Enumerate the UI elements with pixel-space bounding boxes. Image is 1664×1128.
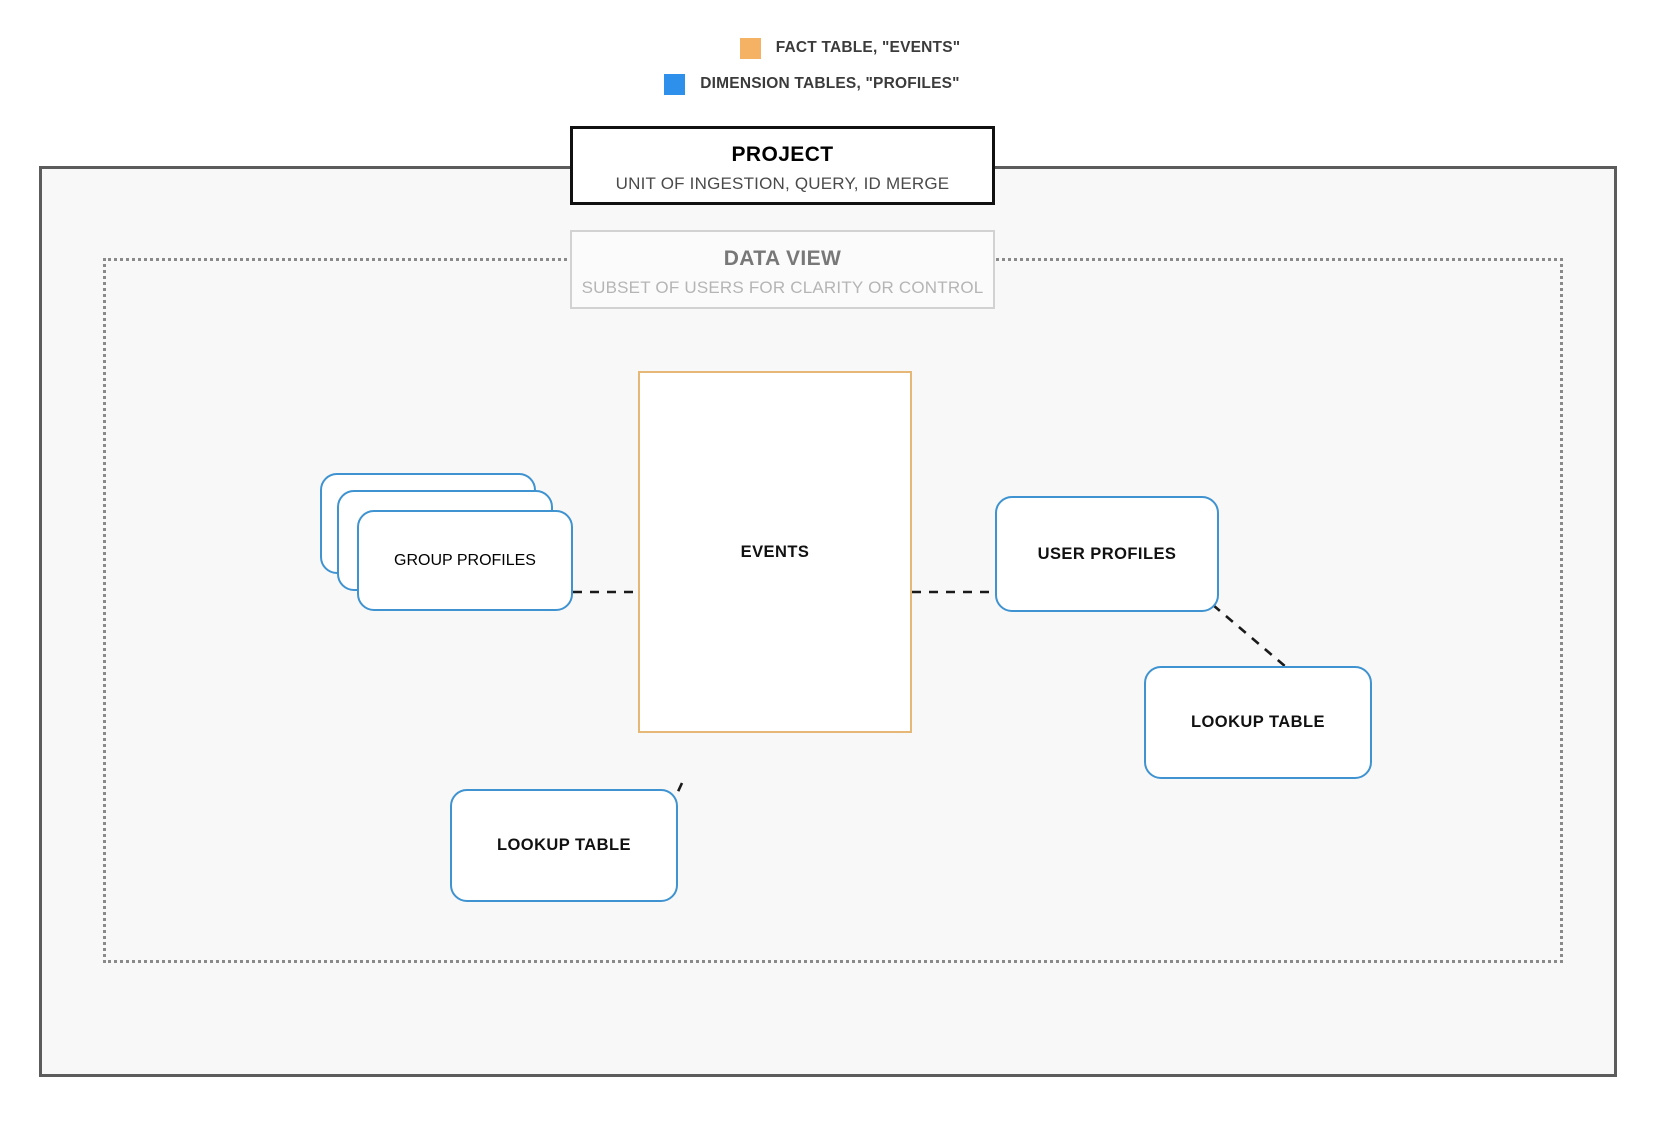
entity-lookup-table-right[interactable]: LOOKUP TABLE [1144,666,1372,779]
entity-group-profiles-stack-front[interactable]: GROUP PROFILES [357,510,573,611]
legend-item-fact-table: FACT TABLE, "EVENTS" [0,30,1664,66]
square-swatch-icon-dimension [664,73,686,95]
legend-label-dimension-tables: DIMENSION TABLES, "PROFILES" [700,75,960,92]
data-view-title-card: DATA VIEW SUBSET OF USERS FOR CLARITY OR… [570,230,995,309]
data-view-subtitle: SUBSET OF USERS FOR CLARITY OR CONTROL [581,278,984,297]
entity-group-profiles-label: GROUP PROFILES [394,551,536,569]
entity-lookup-table-left-label: LOOKUP TABLE [496,836,632,854]
entity-user-profiles[interactable]: USER PROFILES [995,496,1219,612]
entity-user-profiles-label: USER PROFILES [1037,544,1177,563]
legend-item-dimension-tables: DIMENSION TABLES, "PROFILES" [0,66,1664,102]
legend: FACT TABLE, "EVENTS" DIMENSION TABLES, "… [0,30,1664,102]
entity-lookup-table-left[interactable]: LOOKUP TABLE [450,789,678,902]
entity-group-profiles[interactable]: GROUP PROFILES [320,473,573,611]
entity-events[interactable]: EVENTS [638,371,912,733]
legend-label-fact-table: FACT TABLE, "EVENTS" [775,39,961,56]
project-title-card: PROJECT UNIT OF INGESTION, QUERY, ID MER… [570,126,995,205]
entity-events-label: EVENTS [740,542,810,561]
project-subtitle: UNIT OF INGESTION, QUERY, ID MERGE [615,174,950,193]
square-swatch-icon-fact [739,37,761,59]
entity-lookup-table-right-label: LOOKUP TABLE [1190,713,1326,731]
project-title: PROJECT [731,143,834,166]
data-view-title: DATA VIEW [723,247,842,270]
